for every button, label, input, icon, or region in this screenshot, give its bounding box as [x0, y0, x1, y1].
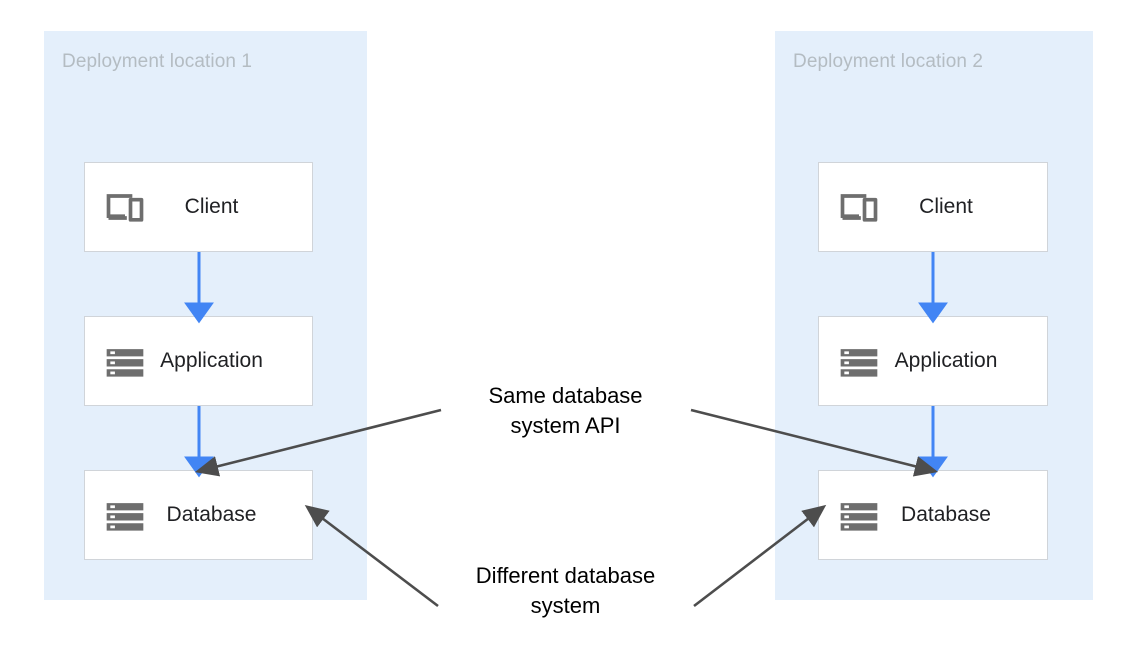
- storage-icon: [837, 339, 881, 383]
- different-database-system-annotation: Different database system: [475, 563, 656, 618]
- left-application-node[interactable]: Application: [84, 316, 313, 406]
- deployment-location-1-title: Deployment location 1: [62, 51, 253, 72]
- storage-icon: [103, 493, 147, 537]
- left-client-node[interactable]: Client: [84, 162, 313, 252]
- left-application-label: Application: [160, 349, 263, 372]
- left-database-node[interactable]: Database: [84, 470, 313, 560]
- storage-icon: [837, 493, 881, 537]
- deployment-location-2-title: Deployment location 2: [793, 51, 984, 72]
- right-application-label: Application: [894, 349, 998, 372]
- left-database-label: Database: [166, 503, 257, 526]
- same-database-system-api-annotation: Same database system API: [488, 383, 643, 438]
- right-client-node[interactable]: Client: [818, 162, 1048, 252]
- right-database-label: Database: [901, 503, 991, 526]
- devices-icon: [837, 185, 881, 229]
- right-database-node[interactable]: Database: [818, 470, 1048, 560]
- left-client-label: Client: [184, 195, 239, 218]
- right-client-label: Client: [919, 195, 973, 218]
- right-application-node[interactable]: Application: [818, 316, 1048, 406]
- devices-icon: [103, 185, 147, 229]
- storage-icon: [103, 339, 147, 383]
